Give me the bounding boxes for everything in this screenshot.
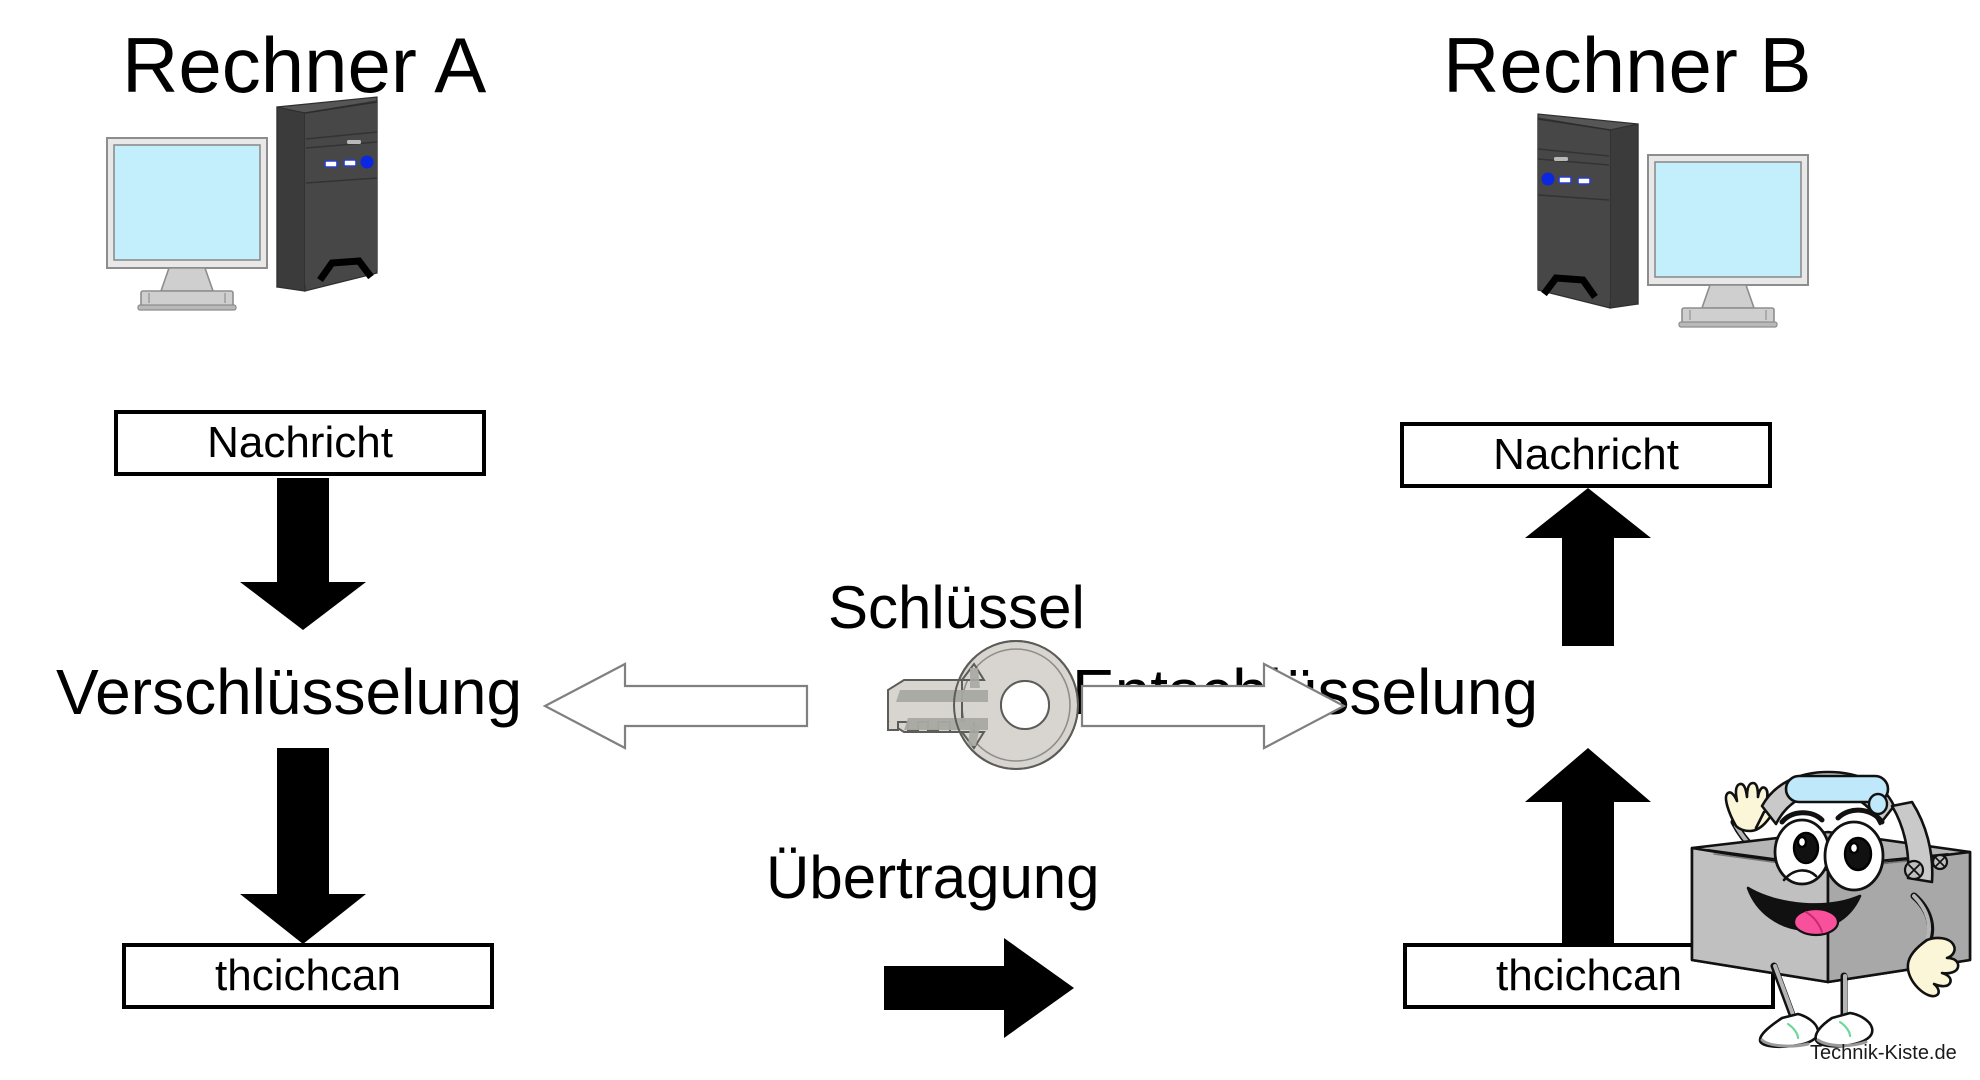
toolbox-mascot-icon xyxy=(1678,770,1978,1050)
computer-right xyxy=(1430,112,1810,337)
monitor-left-icon xyxy=(106,137,268,311)
arrow-down-transfer-left xyxy=(240,748,366,944)
arrow-right-transfer xyxy=(884,938,1074,1038)
cipher-box-left-label: thcichcan xyxy=(215,951,401,1000)
tower-left-icon xyxy=(276,96,378,292)
label-schluessel: Schlüssel xyxy=(828,574,1085,641)
credit-text: Technik-Kiste.de xyxy=(1810,1042,1957,1064)
tower-right-icon xyxy=(1537,113,1639,309)
key-icon xyxy=(812,640,1088,770)
hollow-arrow-left-icon xyxy=(542,660,809,752)
message-box-right-label: Nachricht xyxy=(1493,430,1679,479)
monitor-right-icon xyxy=(1647,154,1809,328)
label-verschluesselung: Verschlüsselung xyxy=(56,656,523,728)
cipher-box-left: thcichcan xyxy=(122,943,494,1009)
arrow-up-transfer-right xyxy=(1525,748,1651,944)
title-rechner-b: Rechner B xyxy=(1443,21,1812,109)
message-box-left: Nachricht xyxy=(114,410,486,476)
cipher-box-right-label: thcichcan xyxy=(1496,951,1682,1000)
message-box-left-label: Nachricht xyxy=(207,418,393,467)
hollow-arrow-right-icon xyxy=(1080,660,1347,752)
title-rechner-a: Rechner A xyxy=(122,21,487,109)
arrow-down-encrypt xyxy=(240,478,366,630)
arrow-up-decrypt xyxy=(1525,488,1651,646)
message-box-right: Nachricht xyxy=(1400,422,1772,488)
computer-left xyxy=(105,95,485,320)
label-uebertragung: Übertragung xyxy=(766,844,1100,911)
